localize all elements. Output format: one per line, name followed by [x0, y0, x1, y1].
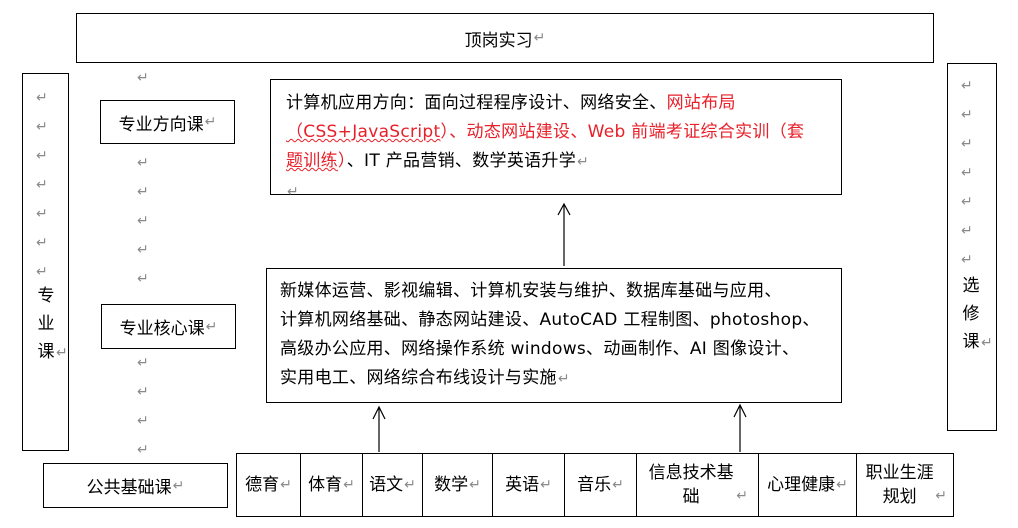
subject-cell: 信息技术基础↵	[637, 454, 759, 516]
return-mark: ↵	[36, 264, 48, 280]
subject-cell: 数学↵	[423, 454, 493, 516]
subject-cell: 职业生涯规划↵	[865, 463, 947, 507]
direction-content-text: 计算机应用方向：面向过程程序设计、网络安全、网站布局（CSS+JavaScrip…	[286, 93, 805, 200]
subject-cell: 心理健康↵	[759, 454, 857, 516]
core-content-box: 新媒体运营、影视编辑、计算机安装与维护、数据库基础与应用、 计算机网络基础、静态…	[266, 268, 842, 403]
major-courses-label: 专 业 课	[37, 286, 55, 362]
elective-courses-box: ↵ ↵ ↵ ↵ ↵ ↵ ↵ 选 修 课 ↵	[947, 63, 997, 431]
return-mark: ↵	[137, 70, 149, 86]
return-mark: ↵	[36, 177, 48, 193]
return-mark: ↵	[961, 252, 973, 268]
subject-cell: 语文↵	[363, 454, 423, 516]
basic-subjects-row: 德育↵ 体育↵ 语文↵ 数学↵ 英语↵ 音乐↵ 信息技术基础↵ 心理健康↵ 职业…	[236, 453, 954, 517]
return-mark: ↵	[961, 78, 973, 94]
arrow-core-to-direction-head	[557, 202, 571, 216]
top-internship-box: 顶岗实习↵	[76, 13, 934, 63]
return-mark: ↵	[137, 271, 149, 287]
return-mark: ↵	[36, 119, 48, 135]
core-content-text: 新媒体运营、影视编辑、计算机安装与维护、数据库基础与应用、 计算机网络基础、静态…	[280, 281, 820, 388]
return-mark: ↵	[961, 165, 973, 181]
arrow-basic-to-core-left-head	[372, 405, 386, 420]
return-mark: ↵	[137, 413, 149, 429]
return-mark: ↵	[36, 206, 48, 222]
subject-cell: 体育↵	[301, 454, 363, 516]
return-mark: ↵	[137, 184, 149, 200]
basic-course-label: 公共基础课	[86, 478, 172, 498]
return-mark: ↵	[137, 442, 149, 458]
return-mark: ↵	[137, 242, 149, 258]
elective-courses-label: 选 修 课	[962, 276, 980, 352]
return-mark: ↵	[36, 148, 48, 164]
return-mark: ↵	[36, 235, 48, 251]
arrow-basic-to-core-right-head	[733, 403, 747, 418]
return-mark: ↵	[961, 136, 973, 152]
return-mark: ↵	[56, 345, 68, 361]
return-mark: ↵	[961, 107, 973, 123]
major-courses-box: ↵ ↵ ↵ ↵ ↵ ↵ ↵ 专 业 课 ↵	[22, 73, 69, 451]
subject-cell: 英语↵	[493, 454, 565, 516]
direction-course-label-box: 专业方向课↵	[100, 100, 235, 144]
return-mark: ↵	[961, 223, 973, 239]
direction-course-label: 专业方向课	[118, 114, 204, 135]
basic-course-label-box: 公共基础课↵	[43, 463, 228, 508]
core-course-label-box: 专业核心课↵	[101, 304, 236, 349]
core-course-label: 专业核心课	[119, 319, 205, 339]
top-internship-label: 顶岗实习	[464, 30, 533, 51]
subject-cell: 德育↵	[237, 454, 301, 516]
direction-content-box: 计算机应用方向：面向过程程序设计、网络安全、网站布局（CSS+JavaScrip…	[270, 79, 842, 200]
return-mark: ↵	[961, 194, 973, 210]
return-mark: ↵	[137, 155, 149, 171]
subject-cell: 音乐↵	[565, 454, 637, 516]
return-mark: ↵	[137, 384, 149, 400]
return-mark: ↵	[137, 355, 149, 371]
return-mark: ↵	[137, 213, 149, 229]
return-mark: ↵	[533, 30, 546, 46]
return-mark: ↵	[981, 335, 993, 351]
return-mark: ↵	[36, 90, 48, 106]
